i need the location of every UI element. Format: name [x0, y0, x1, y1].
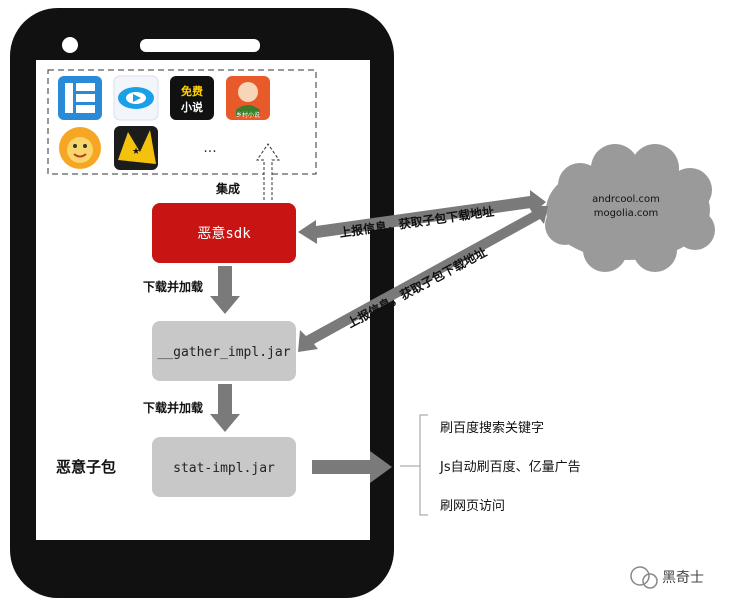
- village-novel-app-icon: 乡村小说: [226, 76, 270, 120]
- download-arrow-2: [210, 384, 240, 432]
- gather-jar-box: [152, 321, 296, 381]
- malicious-sdk-label: 恶意sdk: [197, 225, 251, 242]
- gather-jar-label: __gather_impl.jar: [157, 345, 290, 360]
- phone-speaker: [140, 39, 260, 52]
- svg-text:★: ★: [132, 147, 140, 157]
- free-novel-app-icon: 免费 小说: [170, 76, 214, 120]
- free-novel-text-2: 小说: [180, 100, 203, 114]
- free-novel-text-1: 免费: [181, 84, 203, 98]
- cartoon-face-app-icon: [59, 127, 101, 169]
- apps-ellipsis: ...: [203, 140, 216, 156]
- malicious-sdk-box: [152, 203, 296, 263]
- download-arrow-1: [210, 266, 240, 314]
- function-item-3: 刷网页访问: [440, 499, 505, 514]
- function-item-1: 刷百度搜索关键字: [440, 420, 544, 436]
- server-domain-2: mogolia.com: [594, 208, 659, 219]
- server-domain-1: andrcool.com: [592, 194, 660, 205]
- stat-jar-label: stat-impl.jar: [173, 461, 275, 476]
- function-item-2: Js自动刷百度、亿量广告: [439, 459, 581, 475]
- video-app-icon: [113, 75, 159, 121]
- wechat-watermark: [630, 566, 658, 589]
- functions-arrow: [312, 451, 392, 483]
- integrate-label: 集成: [215, 181, 240, 196]
- functions-bracket: [400, 414, 428, 516]
- watermark-text: 黑奇士: [662, 569, 704, 586]
- phone-camera: [62, 37, 78, 53]
- stat-jar-box: [152, 437, 296, 497]
- village-novel-text: 乡村小说: [236, 111, 260, 119]
- apps-container: [47, 69, 317, 175]
- download-load-label-2: 下载并加载: [143, 400, 203, 415]
- download-load-label-1: 下载并加载: [143, 279, 203, 294]
- malicious-subpackage-label: 恶意子包: [56, 458, 116, 476]
- report-arrow-2: [298, 206, 548, 352]
- server-cloud: [545, 144, 715, 272]
- report-arrow-1: [298, 190, 546, 244]
- game-app-icon: ★: [114, 126, 158, 170]
- film-app-icon: [58, 76, 102, 120]
- integrate-arrow: [256, 143, 280, 200]
